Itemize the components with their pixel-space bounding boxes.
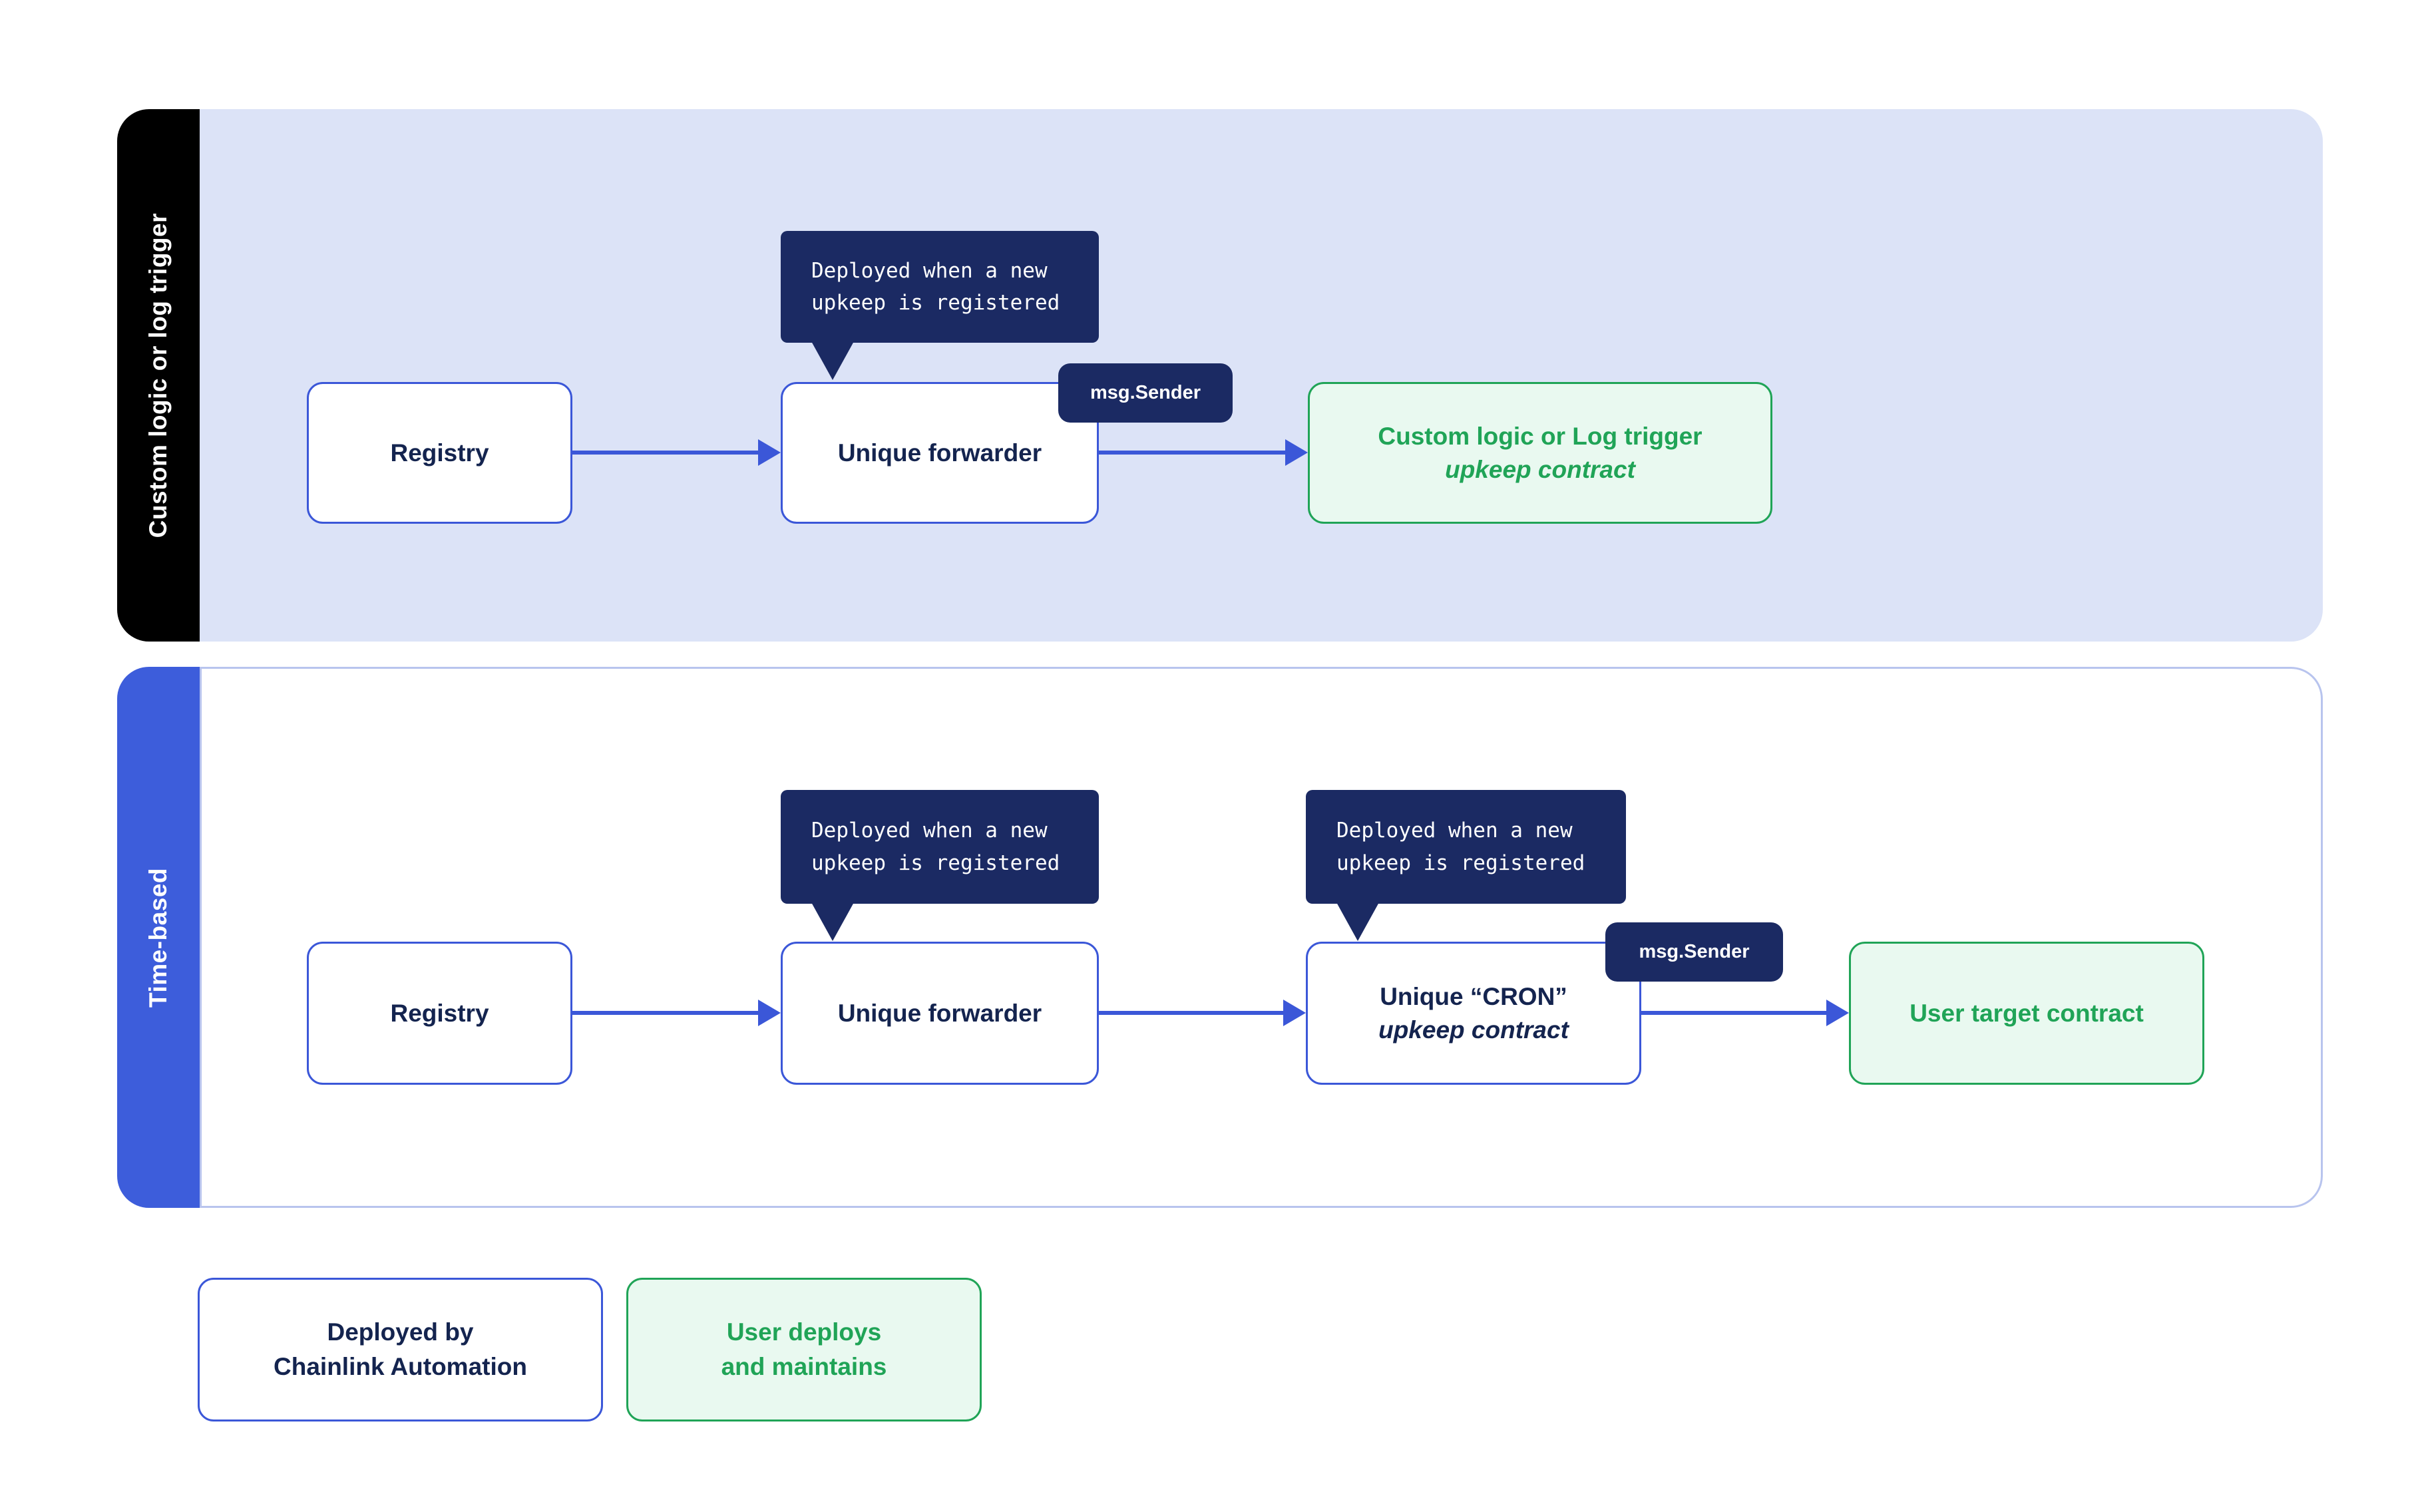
node-label: Custom logic or Log trigger bbox=[1378, 422, 1703, 450]
arrow-line bbox=[1099, 451, 1289, 455]
arrow-line bbox=[1641, 1011, 1830, 1015]
msg-sender-badge: msg.Sender bbox=[1605, 922, 1783, 982]
lane-label-time-based: Time-based bbox=[144, 867, 172, 1008]
deployment-tooltip: Deployed when a new upkeep is registered bbox=[781, 231, 1099, 380]
registry-node: Registry bbox=[307, 942, 572, 1085]
arrow-line bbox=[572, 451, 762, 455]
lane-strip-time-based: Time-based bbox=[117, 667, 200, 1208]
tooltip-line: upkeep is registered bbox=[1336, 850, 1585, 875]
arrow-line bbox=[1099, 1011, 1287, 1015]
cron-upkeep-node: Unique “CRON” upkeep contract bbox=[1306, 942, 1641, 1085]
lane-label-custom-logic: Custom logic or log trigger bbox=[144, 212, 172, 538]
lane-panel-time-based bbox=[200, 667, 2323, 1208]
arrow-head-icon bbox=[1283, 1000, 1306, 1026]
tooltip-line: Deployed when a new bbox=[1336, 819, 1573, 843]
node-sublabel: upkeep contract bbox=[1445, 455, 1635, 483]
arrow-head-icon bbox=[1826, 1000, 1849, 1026]
tooltip-line: Deployed when a new bbox=[811, 819, 1048, 843]
legend-label: Chainlink Automation bbox=[274, 1353, 527, 1380]
node-label: Registry bbox=[390, 999, 489, 1027]
deployment-tooltip: Deployed when a new upkeep is registered bbox=[781, 790, 1099, 941]
arrow-head-icon bbox=[758, 1000, 781, 1026]
legend-label: and maintains bbox=[721, 1353, 887, 1380]
deployment-tooltip: Deployed when a new upkeep is registered bbox=[1306, 790, 1626, 941]
registry-node: Registry bbox=[307, 382, 572, 524]
node-label: Unique forwarder bbox=[837, 999, 1042, 1027]
legend-label: Deployed by bbox=[327, 1318, 474, 1346]
legend-deployed-by-chainlink: Deployed by Chainlink Automation bbox=[198, 1278, 603, 1421]
unique-forwarder-node: Unique forwarder bbox=[781, 382, 1099, 524]
connector-arrow bbox=[1641, 1000, 1849, 1026]
lane-panel-custom-logic bbox=[200, 109, 2323, 642]
connector-arrow bbox=[572, 1000, 781, 1026]
arrow-line bbox=[572, 1011, 762, 1015]
node-label: Unique “CRON” bbox=[1380, 982, 1567, 1010]
unique-forwarder-node: Unique forwarder bbox=[781, 942, 1099, 1085]
msg-sender-badge: msg.Sender bbox=[1058, 363, 1233, 423]
tooltip-line: upkeep is registered bbox=[811, 850, 1060, 875]
connector-arrow bbox=[1099, 439, 1308, 466]
tooltip-line: upkeep is registered bbox=[811, 291, 1060, 315]
legend-label: User deploys bbox=[726, 1318, 882, 1346]
connector-arrow bbox=[572, 439, 781, 466]
connector-arrow bbox=[1099, 1000, 1306, 1026]
upkeep-contract-node: Custom logic or Log trigger upkeep contr… bbox=[1308, 382, 1772, 524]
tooltip-line: Deployed when a new bbox=[811, 258, 1048, 283]
legend-user-deploys: User deploys and maintains bbox=[626, 1278, 982, 1421]
arrow-head-icon bbox=[1285, 439, 1308, 466]
node-sublabel: upkeep contract bbox=[1378, 1016, 1569, 1043]
tooltip-tail-icon bbox=[1336, 902, 1379, 941]
arrow-head-icon bbox=[758, 439, 781, 466]
lane-strip-custom-logic: Custom logic or log trigger bbox=[117, 109, 200, 642]
node-label: Registry bbox=[390, 439, 489, 467]
user-target-contract-node: User target contract bbox=[1849, 942, 2204, 1085]
node-label: User target contract bbox=[1909, 999, 2144, 1027]
tooltip-tail-icon bbox=[811, 341, 854, 380]
node-label: Unique forwarder bbox=[837, 439, 1042, 467]
tooltip-tail-icon bbox=[811, 902, 854, 941]
